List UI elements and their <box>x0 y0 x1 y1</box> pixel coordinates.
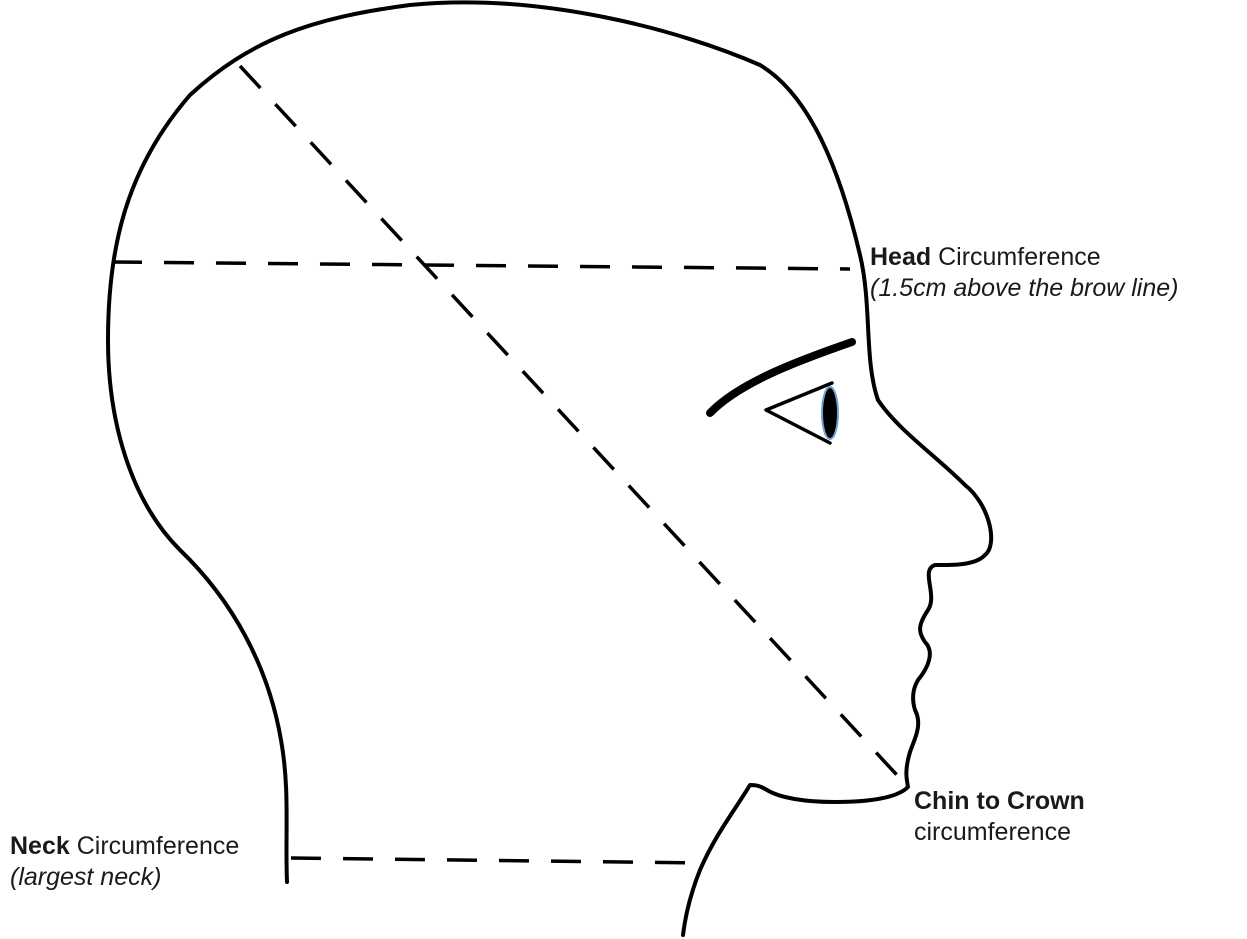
neck-circumference-label: Neck Circumference (largest neck) <box>10 831 239 893</box>
neck-label-rest: Circumference <box>70 832 240 860</box>
head-circumference-label: Head Circumference (1.5cm above the brow… <box>870 242 1178 304</box>
neck-label-bold: Neck <box>10 832 70 860</box>
eye-iris <box>822 387 838 439</box>
chin-to-crown-label: Chin to Crown circumference <box>914 786 1085 848</box>
face-profile <box>683 400 991 935</box>
chin-to-crown-line <box>240 66 908 787</box>
chin-label-rest: circumference <box>914 818 1071 846</box>
head-label-note: (1.5cm above the brow line) <box>870 273 1178 304</box>
head-circumference-line <box>112 262 850 269</box>
head-label-rest: Circumference <box>931 243 1101 271</box>
neck-label-note: (largest neck) <box>10 862 239 893</box>
neck-circumference-line <box>291 858 703 863</box>
head-outline <box>108 2 878 882</box>
chin-label-bold: Chin to Crown <box>914 787 1085 815</box>
head-label-bold: Head <box>870 243 931 271</box>
